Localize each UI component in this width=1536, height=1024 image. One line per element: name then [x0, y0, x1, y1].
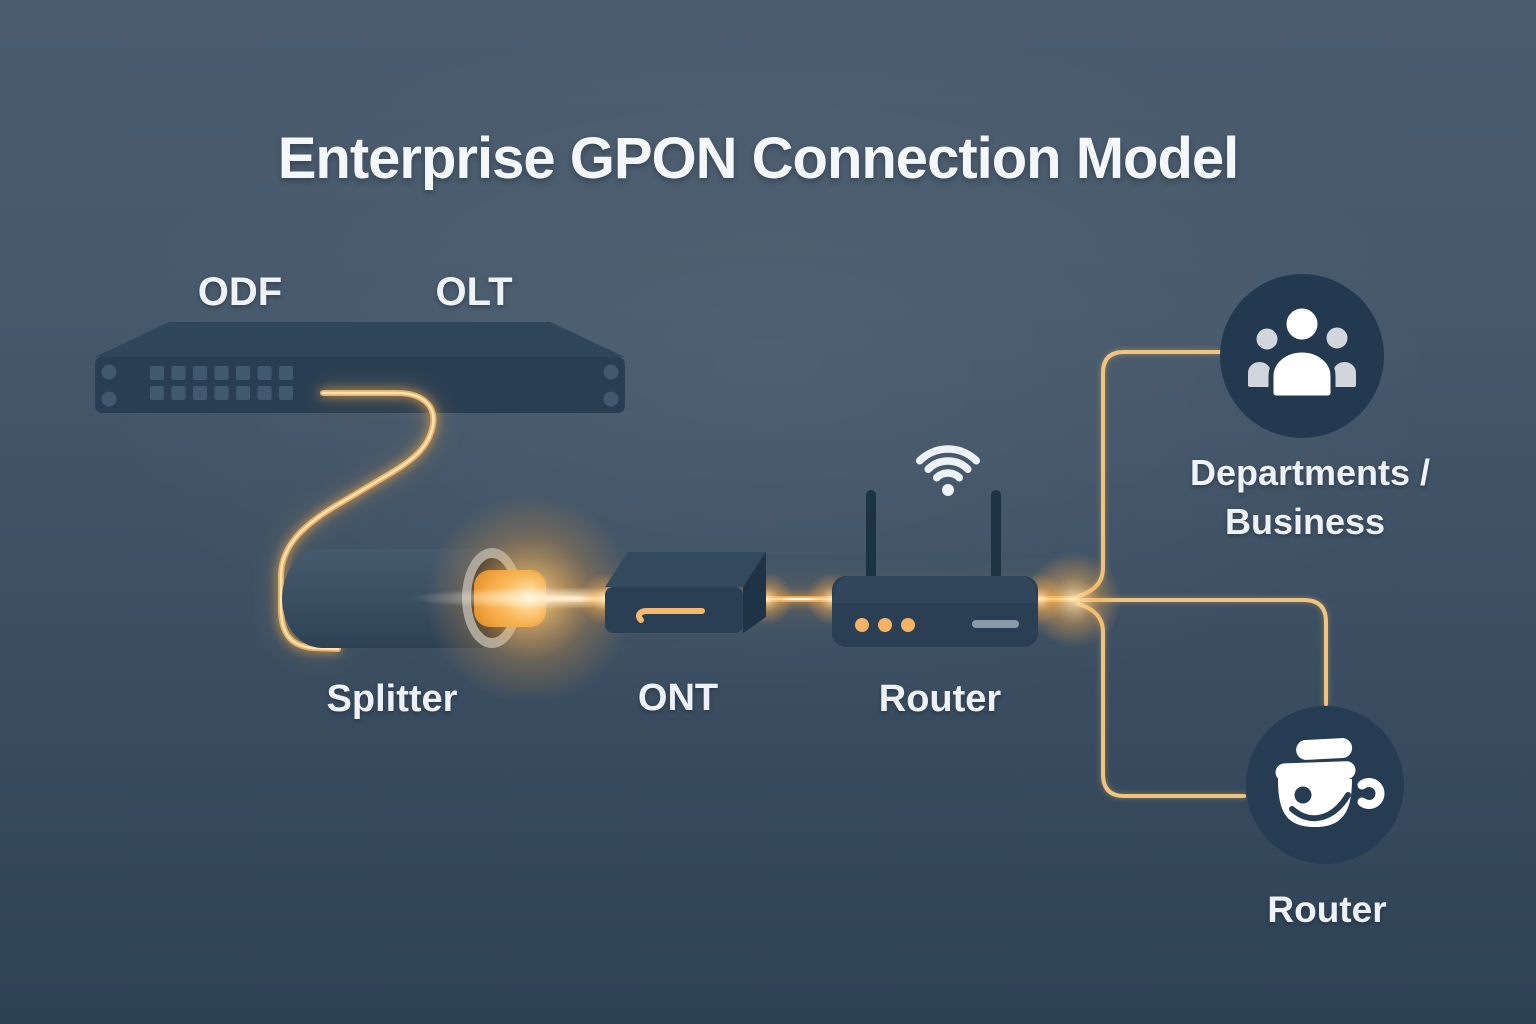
departments-label-line1: Departments / — [1189, 452, 1431, 493]
people-group-icon — [1244, 303, 1360, 401]
departments-label-line2: Business — [1224, 501, 1386, 542]
router-label: Router — [878, 678, 1002, 720]
rack-ports — [150, 366, 293, 400]
splitter-label: Splitter — [326, 678, 458, 720]
olt-label: OLT — [435, 270, 513, 314]
router-antenna-left — [866, 490, 876, 585]
end-router-node — [1246, 706, 1404, 864]
departments-node — [1220, 274, 1384, 438]
router-device — [806, 445, 1066, 647]
fiber-cable — [278, 390, 437, 652]
dome-camera-icon — [1275, 738, 1385, 827]
splitter-device — [282, 493, 710, 703]
router-antenna-right — [991, 490, 1001, 585]
router-leds — [855, 618, 915, 632]
ont-device — [579, 552, 793, 633]
branch-line-camera-top — [1076, 598, 1328, 706]
odf-label: ODF — [197, 270, 283, 314]
ont-label: ONT — [637, 677, 719, 719]
wifi-icon — [915, 445, 981, 496]
router-slot — [972, 620, 1019, 628]
odf-olt-rack — [95, 322, 625, 413]
page-title: Enterprise GPON Connection Model — [277, 125, 1240, 191]
end-router-label: Router — [1267, 889, 1387, 930]
ont-indicator — [636, 608, 705, 623]
